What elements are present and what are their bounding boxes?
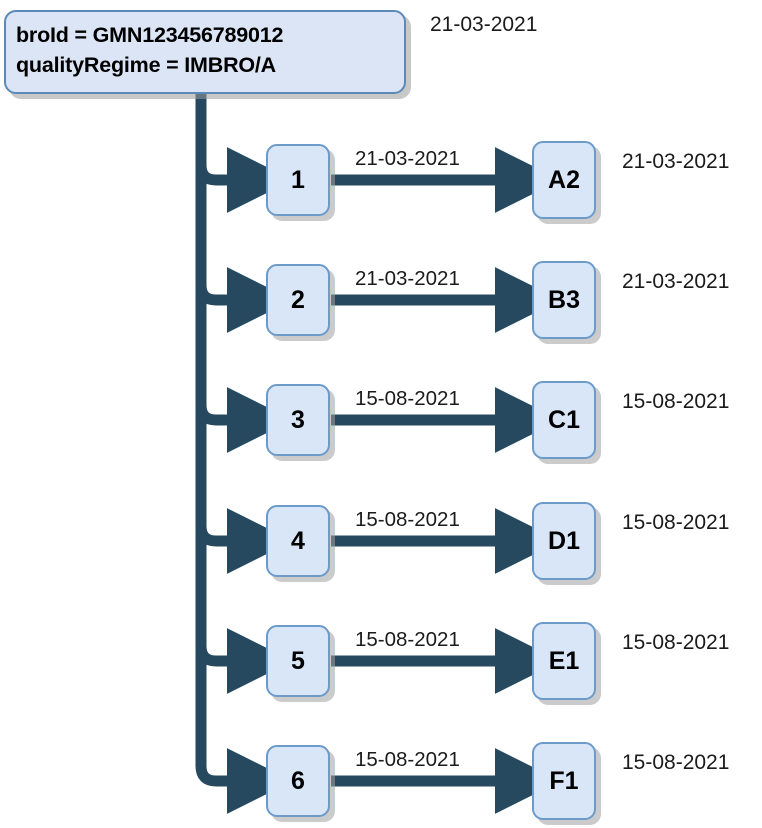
root-qualityregime-line: qualityRegime = IMBRO/A	[16, 53, 277, 77]
edge-date-label-5: 15-08-2021	[355, 628, 460, 651]
branch-elbow-2	[195, 267, 293, 333]
root-date-label: 21-03-2021	[430, 13, 538, 36]
node-right-4[interactable]: D1	[532, 502, 596, 580]
node-left-5[interactable]: 5	[266, 625, 330, 697]
node-left-4[interactable]: 4	[266, 505, 330, 577]
right-date-label-5: 15-08-2021	[622, 631, 730, 654]
node-right-6[interactable]: F1	[532, 742, 596, 820]
node-right-2[interactable]: B3	[532, 261, 596, 339]
edge-date-label-2: 21-03-2021	[355, 267, 460, 290]
branch-elbow-5	[195, 628, 293, 694]
node-left-2[interactable]: 2	[266, 264, 330, 336]
branch-elbow-4	[195, 508, 293, 574]
right-date-label-4: 15-08-2021	[622, 511, 730, 534]
node-left-1[interactable]: 1	[266, 144, 330, 216]
trunk-line	[195, 94, 293, 814]
node-right-5[interactable]: E1	[532, 622, 596, 700]
node-right-1[interactable]: A2	[532, 141, 596, 219]
right-date-label-1: 21-03-2021	[622, 150, 730, 173]
node-right-3[interactable]: C1	[532, 381, 596, 459]
edge-date-label-4: 15-08-2021	[355, 508, 460, 531]
right-date-label-2: 21-03-2021	[622, 270, 730, 293]
edge-date-label-6: 15-08-2021	[355, 748, 460, 771]
edge-date-label-3: 15-08-2021	[355, 387, 460, 410]
node-left-6[interactable]: 6	[266, 745, 330, 817]
root-registration-box[interactable]: broId = GMN123456789012 qualityRegime = …	[4, 10, 406, 94]
edge-date-label-1: 21-03-2021	[355, 147, 460, 170]
node-left-3[interactable]: 3	[266, 384, 330, 456]
root-broid-line: broId = GMN123456789012	[16, 23, 284, 47]
right-date-label-6: 15-08-2021	[622, 751, 730, 774]
branch-elbow-1	[195, 147, 293, 213]
right-date-label-3: 15-08-2021	[622, 390, 730, 413]
branch-elbow-3	[195, 387, 293, 453]
